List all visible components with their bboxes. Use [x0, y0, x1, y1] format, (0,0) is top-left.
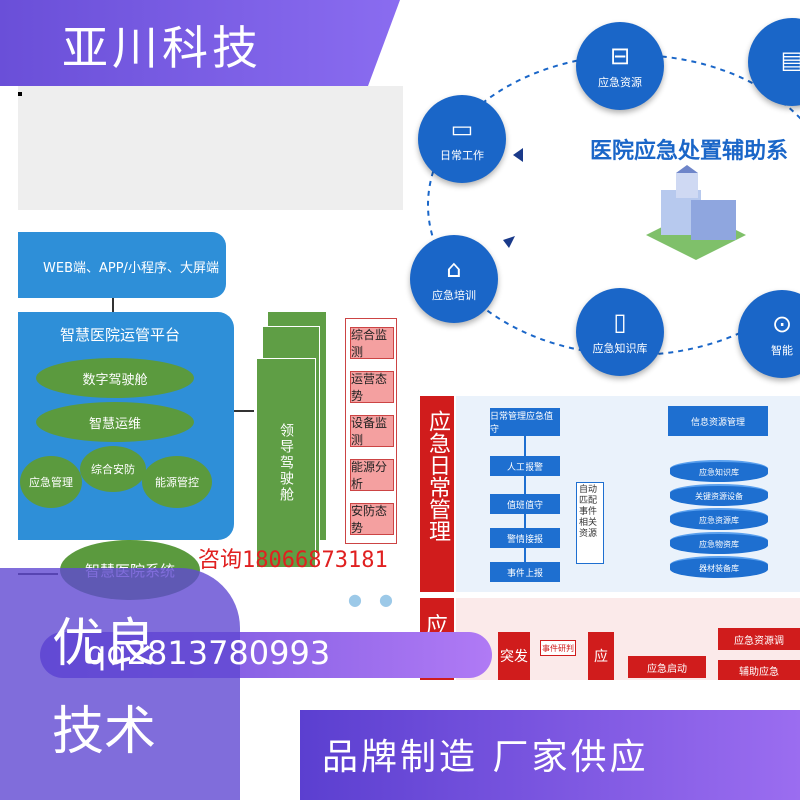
connector-line	[112, 298, 114, 312]
red-box: 事件研判	[540, 640, 576, 656]
web-app-label: WEB端、APP/小程序、大屏端	[43, 261, 219, 276]
corner-mark	[18, 92, 22, 96]
db-disk: 应急物资库	[670, 532, 768, 554]
oval-security: 综合安防	[80, 446, 146, 492]
qq-number: qq2813780993	[86, 634, 331, 672]
badge-bubble	[0, 568, 240, 800]
cockpit-label: 领导驾驶舱	[278, 423, 294, 503]
monitor-icon: ▭	[450, 115, 474, 143]
monitor-item: 运营态势	[350, 371, 394, 403]
contact-phone: 咨询18066873181	[198, 548, 388, 573]
slogan-bar	[300, 710, 800, 800]
circle-resource: ⊟ 应急资源	[576, 22, 664, 110]
circle-smart: ⊙ 智能	[738, 290, 800, 378]
red-box: 突发	[498, 632, 530, 680]
arrow-line	[234, 410, 254, 412]
circle-label: 应急培训	[432, 289, 476, 302]
circle-label: 应急资源	[598, 76, 642, 89]
oval-emergency: 应急管理	[20, 456, 82, 508]
monitor-item: 综合监测	[350, 327, 394, 359]
circle-training: ⌂ 应急培训	[410, 235, 498, 323]
db-disk: 关键资源设备	[670, 484, 768, 506]
side-label-daily: 应急日常管理	[420, 396, 454, 592]
badge-line-1: 优良	[52, 614, 157, 674]
info-header: 信息资源管理	[668, 406, 768, 436]
red-box: 辅助应急	[718, 660, 800, 680]
oval-cockpit: 数字驾驶舱	[36, 358, 194, 398]
circle-label: 日常工作	[440, 149, 484, 162]
document-icon: ▤	[780, 46, 800, 74]
brand-banner	[0, 0, 400, 86]
circle-label: 智能	[771, 344, 793, 357]
db-disk: 器材装备库	[670, 556, 768, 578]
brand-title: 亚川科技	[62, 21, 262, 75]
box-icon: ⊟	[609, 42, 631, 70]
system-title: 医院应急处置辅助系	[590, 139, 789, 164]
smart-icon: ⊙	[771, 310, 793, 338]
circle-knowledge: ▯ 应急知识库	[576, 288, 664, 376]
graduation-cap-icon: ⌂	[446, 255, 462, 283]
oval-maintenance: 智慧运维	[36, 402, 194, 442]
circle-daily: ▭ 日常工作	[418, 95, 506, 183]
platform-title: 智慧医院运管平台	[60, 326, 181, 344]
flow-line	[524, 436, 526, 582]
hospital-illustration	[646, 165, 746, 260]
red-box: 应急资源调	[718, 628, 800, 650]
monitor-group: 综合监测 运营态势 设备监测 能源分析 安防态势	[345, 318, 397, 544]
monitor-item: 安防态势	[350, 503, 394, 535]
oval-energy: 能源管控	[142, 456, 212, 508]
badge-text: 优良 技术	[52, 600, 156, 776]
badge-line-2: 技术	[52, 702, 157, 762]
monitor-item: 能源分析	[350, 459, 394, 491]
db-disk: 应急知识库	[670, 460, 768, 482]
circle-label: 应急知识库	[592, 342, 648, 355]
db-disk: 应急资源库	[670, 508, 768, 530]
red-box: 应	[588, 632, 614, 680]
auto-match-box: 自动匹配事件相关资源	[576, 482, 604, 564]
cockpit-box: 领导驾驶舱	[256, 358, 316, 568]
book-icon: ▯	[613, 308, 627, 336]
monitor-item: 设备监测	[350, 415, 394, 447]
slogan-text: 品牌制造 厂家供应	[322, 737, 649, 778]
grey-placeholder	[18, 86, 403, 210]
web-app-bar: WEB端、APP/小程序、大屏端	[18, 232, 226, 298]
flow-box: 日常管理应急值守	[490, 408, 560, 436]
red-box: 应急启动	[628, 656, 706, 678]
side-label-text: 应急日常管理	[425, 410, 450, 542]
